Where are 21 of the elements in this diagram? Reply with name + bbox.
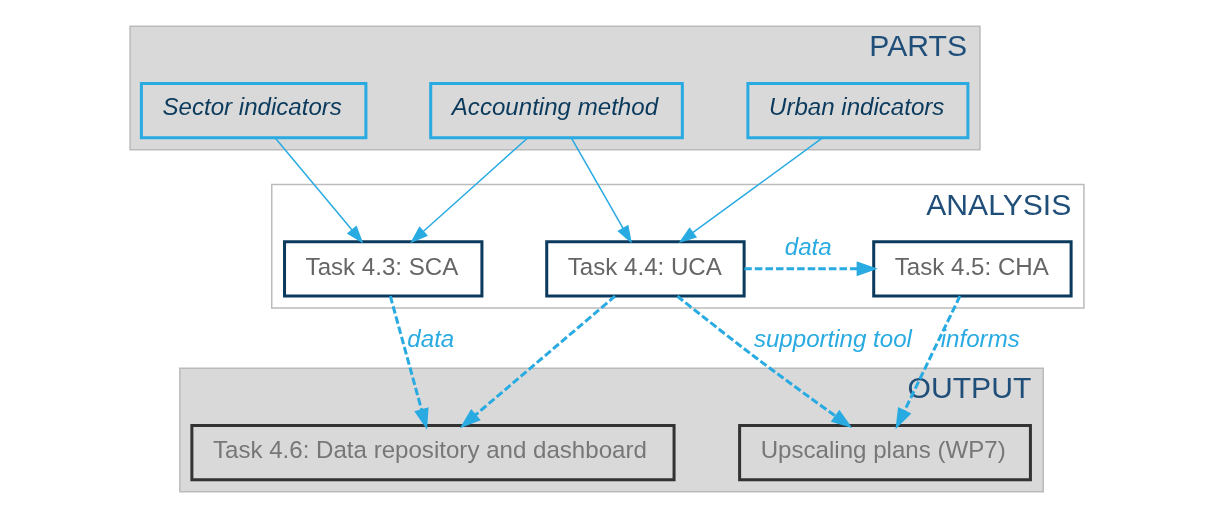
- arrow: [388, 295, 429, 430]
- arrow: [274, 136, 364, 244]
- edge-label: informs: [940, 324, 1020, 352]
- arrow: [895, 295, 962, 430]
- node-box: Accounting method: [429, 81, 684, 140]
- arrow: [744, 261, 878, 277]
- edge-label: data: [407, 324, 455, 352]
- node-box: Task 4.5: CHA: [872, 240, 1073, 298]
- node-box: Upscaling plans (WP7): [738, 424, 1032, 482]
- node-box: Sector indicators: [139, 81, 368, 140]
- arrow: [570, 136, 632, 244]
- arrow: [410, 136, 529, 244]
- node-box: Task 4.3: SCA: [283, 240, 484, 298]
- node-box: Urban indicators: [746, 81, 970, 140]
- arrow: [459, 295, 616, 429]
- arrow: [678, 136, 824, 243]
- node-box: Task 4.6: Data repository and dashboard: [190, 424, 676, 482]
- edge-label: supporting tool: [753, 324, 912, 352]
- edge-label: data: [784, 232, 832, 260]
- arrow: [676, 295, 853, 428]
- node-box: Task 4.4: UCA: [545, 240, 746, 298]
